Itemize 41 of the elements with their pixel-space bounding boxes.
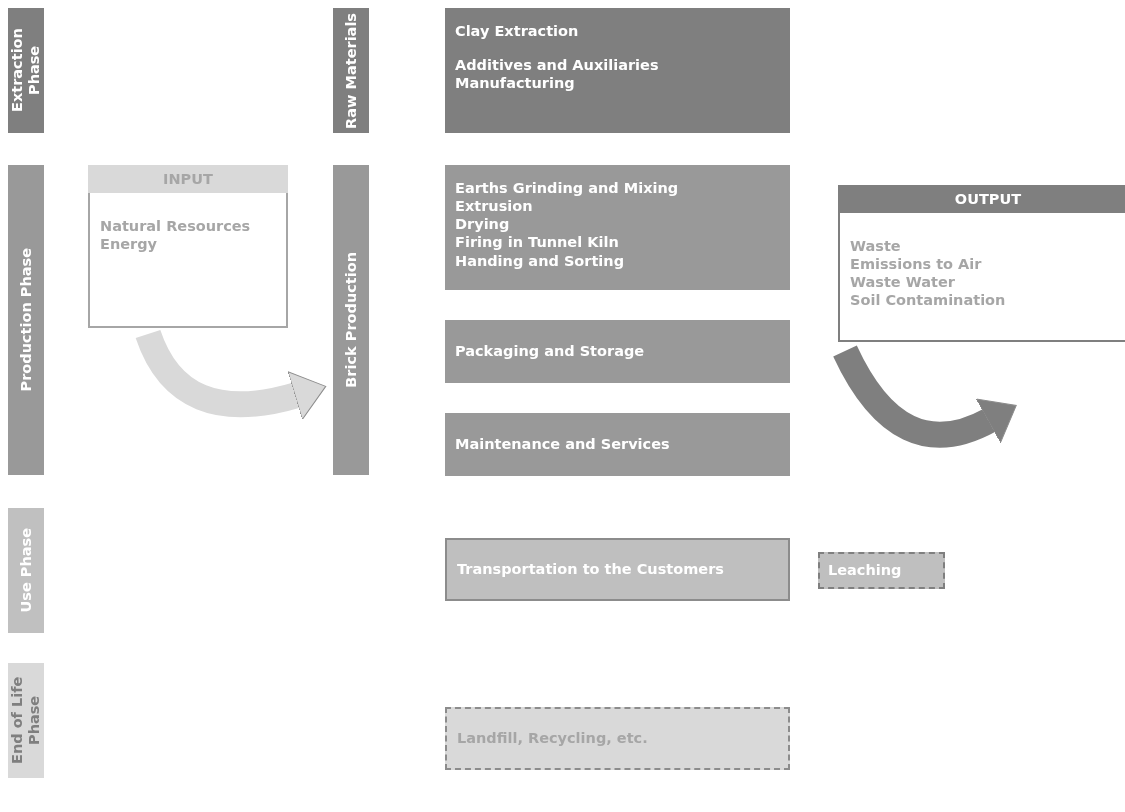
- process-label: Drying: [455, 215, 511, 234]
- panel-item: Waste Water: [849, 273, 956, 292]
- process-label: Clay Extraction: [455, 22, 580, 41]
- process-label: Handing and Sorting: [455, 251, 626, 270]
- flow-panel: [88, 165, 288, 328]
- phase-label: Raw Materials: [342, 12, 360, 129]
- process-label: Leaching: [828, 561, 903, 580]
- phase-band: [8, 8, 44, 133]
- panel-item: Natural Resources: [99, 217, 252, 236]
- process-box: [445, 165, 790, 290]
- process-label: Earths Grinding and Mixing: [455, 179, 680, 198]
- phase-band: [333, 8, 369, 133]
- process-label: Transportation to the Customers: [457, 560, 725, 579]
- curved-arrow: [135, 329, 327, 421]
- curved-arrow: [833, 345, 1018, 448]
- process-label: Additives and Auxiliaries Manufacturing: [455, 56, 660, 93]
- process-label: Maintenance and Services: [455, 435, 671, 454]
- panel-item: Emissions to Air: [849, 255, 983, 274]
- process-box: [445, 320, 790, 383]
- process-box: [445, 413, 790, 476]
- process-label: Extrusion: [455, 197, 534, 216]
- process-box: [445, 707, 790, 770]
- phase-band: [8, 663, 44, 778]
- panel-item: Energy: [99, 235, 159, 254]
- phase-label: Extraction Phase: [9, 27, 43, 115]
- process-box: [445, 538, 790, 601]
- phase-band: [333, 165, 369, 475]
- panel-header: OUTPUT: [838, 185, 1125, 213]
- phase-label: End of Life Phase: [9, 675, 43, 767]
- flow-panel: [838, 185, 1125, 342]
- process-box: [818, 552, 945, 589]
- process-label: Firing in Tunnel Kiln: [455, 233, 620, 252]
- phase-band: [8, 165, 44, 475]
- panel-item: Soil Contamination: [849, 291, 1007, 310]
- phase-label: Production Phase: [17, 248, 35, 392]
- phase-band: [8, 508, 44, 633]
- process-label: Packaging and Storage: [455, 342, 646, 361]
- panel-item: Waste: [849, 237, 902, 256]
- phase-label: Brick Production: [342, 252, 360, 388]
- process-box: [445, 8, 790, 133]
- phase-label: Use Phase: [17, 528, 35, 613]
